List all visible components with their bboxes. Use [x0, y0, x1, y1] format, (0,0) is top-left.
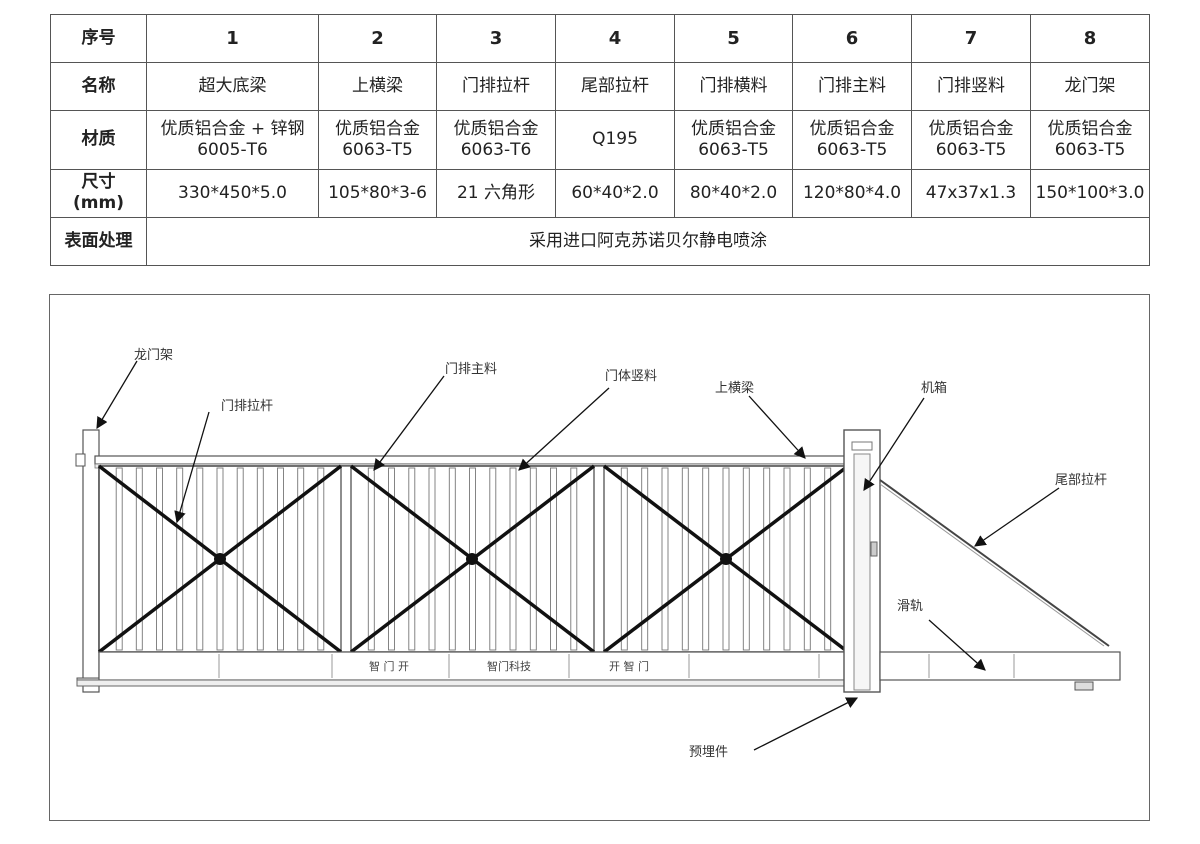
vertical-picket [824, 467, 832, 651]
cell-num-4: 4 [555, 13, 675, 64]
cell-name-7: 门排竖料 [911, 62, 1031, 112]
vertical-picket [550, 467, 557, 651]
vertical-picket [115, 467, 123, 651]
header-material: 材质 [50, 110, 147, 170]
vertical-picket [570, 467, 578, 651]
vertical-picket [256, 467, 264, 651]
label-gantry: 龙门架 [134, 348, 173, 363]
row-surface: 表面处理 采用进口阿克苏诺贝尔静电喷涂 [50, 216, 1150, 267]
vertical-picket [742, 467, 750, 651]
cell-num-7: 7 [911, 13, 1031, 64]
cell-name-4: 尾部拉杆 [555, 62, 675, 112]
vertical-picket [661, 467, 669, 651]
cell-num-5: 5 [674, 13, 793, 64]
cell-size-5: 80*40*2.0 [674, 168, 793, 218]
label-machine-box: 机箱 [921, 380, 947, 396]
cell-size-6: 120*80*4.0 [792, 168, 912, 218]
base-text-right: 开 智 门 [609, 659, 649, 673]
vertical-picket [236, 467, 244, 651]
gate-panels [97, 464, 850, 654]
vertical-picket [803, 467, 811, 651]
vertical-picket [509, 467, 517, 651]
base-text-left: 智 门 开 [369, 659, 409, 673]
cell-name-2: 上横梁 [318, 62, 437, 112]
label-embedded-part: 预埋件 [689, 745, 728, 760]
base-logo: 智门科技 [487, 659, 531, 673]
cell-size-4: 60*40*2.0 [555, 168, 675, 218]
vertical-picket [489, 467, 497, 651]
cell-num-6: 6 [792, 13, 912, 64]
machine-box [843, 429, 881, 693]
row-number: 序号 1 2 3 4 5 6 7 8 [50, 13, 1150, 64]
label-rail: 滑轨 [897, 599, 923, 614]
header-surface: 表面处理 [50, 216, 147, 267]
vertical-picket [297, 467, 305, 651]
row-name: 名称 超大底梁 上横梁 门排拉杆 尾部拉杆 门排横料 门排主料 门排竖料 龙门架 [50, 62, 1150, 112]
vertical-picket [135, 467, 143, 651]
vertical-picket [367, 467, 375, 651]
vertical-picket [448, 467, 456, 651]
cell-num-3: 3 [436, 13, 556, 64]
vertical-picket [783, 467, 791, 651]
vertical-picket [408, 467, 416, 651]
label-main-bar: 门排主料 [445, 362, 497, 377]
cell-material-4: Q195 [555, 110, 675, 170]
cell-name-8: 龙门架 [1030, 62, 1150, 112]
cell-name-3: 门排拉杆 [436, 62, 556, 112]
label-top-beam: 上横梁 [715, 381, 754, 396]
cell-size-8: 150*100*3.0 [1030, 168, 1150, 218]
cell-surface-treatment: 采用进口阿克苏诺贝尔静电喷涂 [146, 216, 1150, 267]
label-tie-rod: 门排拉杆 [221, 399, 273, 414]
cell-num-8: 8 [1030, 13, 1150, 64]
cell-size-1: 330*450*5.0 [146, 168, 319, 218]
vertical-picket [388, 467, 395, 651]
vertical-picket [620, 467, 628, 651]
gate-diagram: 智 门 开 智门科技 开 智 门 龙门架 门排拉杆 门排主料 门体竖料 上横梁 … [49, 294, 1150, 821]
vertical-picket [176, 467, 184, 651]
vertical-picket [277, 467, 284, 651]
label-tail-rod: 尾部拉杆 [1055, 473, 1107, 488]
row-size: 尺寸(mm) 330*450*5.0 105*80*3-6 21 六角形 60*… [50, 168, 1150, 218]
header-size: 尺寸(mm) [50, 168, 147, 218]
cell-num-1: 1 [146, 13, 319, 64]
header-name: 名称 [50, 62, 147, 112]
vertical-picket [763, 467, 771, 651]
cell-size-7: 47x37x1.3 [911, 168, 1031, 218]
callouts [96, 360, 1060, 751]
spec-table: 序号 1 2 3 4 5 6 7 8 名称 超大底梁 上横梁 门排拉杆 尾部拉杆… [50, 13, 1150, 267]
vertical-picket [681, 467, 689, 651]
vertical-picket [196, 467, 204, 651]
cell-size-2: 105*80*3-6 [318, 168, 437, 218]
base-beam: 智 门 开 智门科技 开 智 门 [76, 651, 853, 687]
cell-name-1: 超大底梁 [146, 62, 319, 112]
cell-name-6: 门排主料 [792, 62, 912, 112]
cell-name-5: 门排横料 [674, 62, 793, 112]
tail-section [879, 479, 1121, 691]
vertical-picket [317, 467, 325, 651]
vertical-picket [428, 467, 436, 651]
header-number: 序号 [50, 13, 147, 64]
vertical-picket [529, 467, 537, 651]
cell-size-3: 21 六角形 [436, 168, 556, 218]
cell-num-2: 2 [318, 13, 437, 64]
label-vertical-bar: 门体竖料 [605, 369, 657, 384]
vertical-picket [702, 467, 710, 651]
vertical-picket [641, 467, 649, 651]
vertical-picket [156, 467, 163, 651]
